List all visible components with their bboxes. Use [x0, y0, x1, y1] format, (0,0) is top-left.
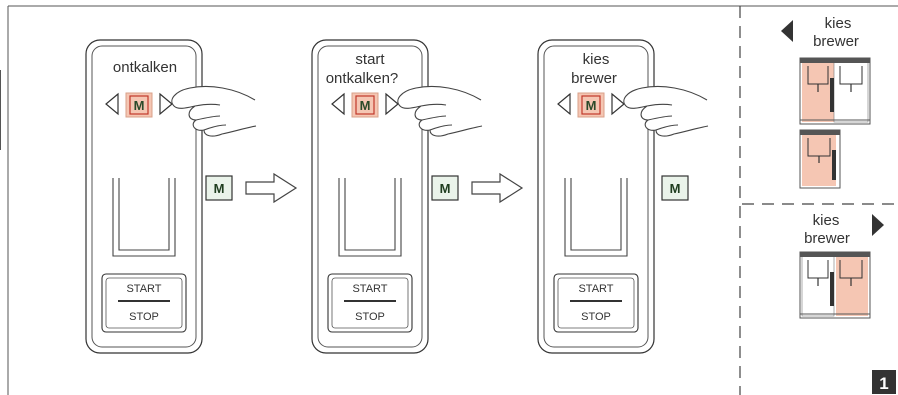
svg-text:M: M	[214, 181, 225, 196]
display-text-line-1: start	[355, 51, 385, 68]
side-top-text-line-1: kies	[825, 15, 852, 32]
double-brewer-right-highlighted-icon	[799, 251, 871, 319]
step-key-3: M	[661, 175, 689, 201]
start-label: START	[578, 283, 613, 295]
triangle-left-icon	[781, 20, 793, 42]
left-arrow-icon	[557, 92, 571, 116]
figure-number-badge: 1	[872, 370, 896, 394]
right-arrow-icon	[159, 92, 173, 116]
display-text: ontkalken	[113, 59, 177, 76]
svg-text:M: M	[360, 98, 371, 113]
display-text-line-2: ontkalken?	[326, 70, 399, 87]
svg-text:M: M	[134, 98, 145, 113]
side-bottom-text-line-1: kies	[813, 212, 840, 229]
left-arrow-icon	[331, 92, 345, 116]
side-top-text-line-2: brewer	[813, 33, 859, 50]
start-stop-button	[327, 273, 413, 333]
triangle-right-icon	[872, 214, 884, 236]
svg-text:M: M	[586, 98, 597, 113]
stop-label: STOP	[129, 311, 159, 323]
svg-text:M: M	[670, 181, 681, 196]
side-option-right-brewer: kies brewer	[799, 212, 884, 319]
start-label: START	[126, 283, 161, 295]
step-key-2: M	[431, 175, 459, 201]
control-panel-2: start ontkalken? M START STOP	[311, 39, 483, 354]
control-panel-1: ontkalken M START STOP	[85, 39, 257, 354]
left-arrow-icon	[105, 92, 119, 116]
single-brewer-highlighted-icon	[799, 129, 841, 189]
stop-label: STOP	[355, 311, 385, 323]
double-brewer-left-highlighted-icon	[799, 57, 871, 125]
start-stop-button	[101, 273, 187, 333]
step-arrow-icon-1	[245, 172, 298, 204]
start-label: START	[352, 283, 387, 295]
start-stop-button	[553, 273, 639, 333]
hand-icon	[397, 85, 483, 137]
side-bottom-text-line-2: brewer	[804, 230, 850, 247]
display-text-line-1: kies	[583, 51, 610, 68]
control-panel-3: kies brewer M START STOP	[537, 39, 709, 354]
step-key-1: M	[205, 175, 233, 201]
figure-number: 1	[879, 374, 888, 393]
side-option-left-brewer: kies brewer	[781, 15, 871, 189]
right-arrow-icon	[385, 92, 399, 116]
stop-label: STOP	[581, 311, 611, 323]
right-arrow-icon	[611, 92, 625, 116]
step-arrow-icon-2	[471, 172, 524, 204]
display-text-line-2: brewer	[571, 70, 617, 87]
hand-icon	[623, 85, 709, 137]
hand-icon	[171, 85, 257, 137]
svg-text:M: M	[440, 181, 451, 196]
